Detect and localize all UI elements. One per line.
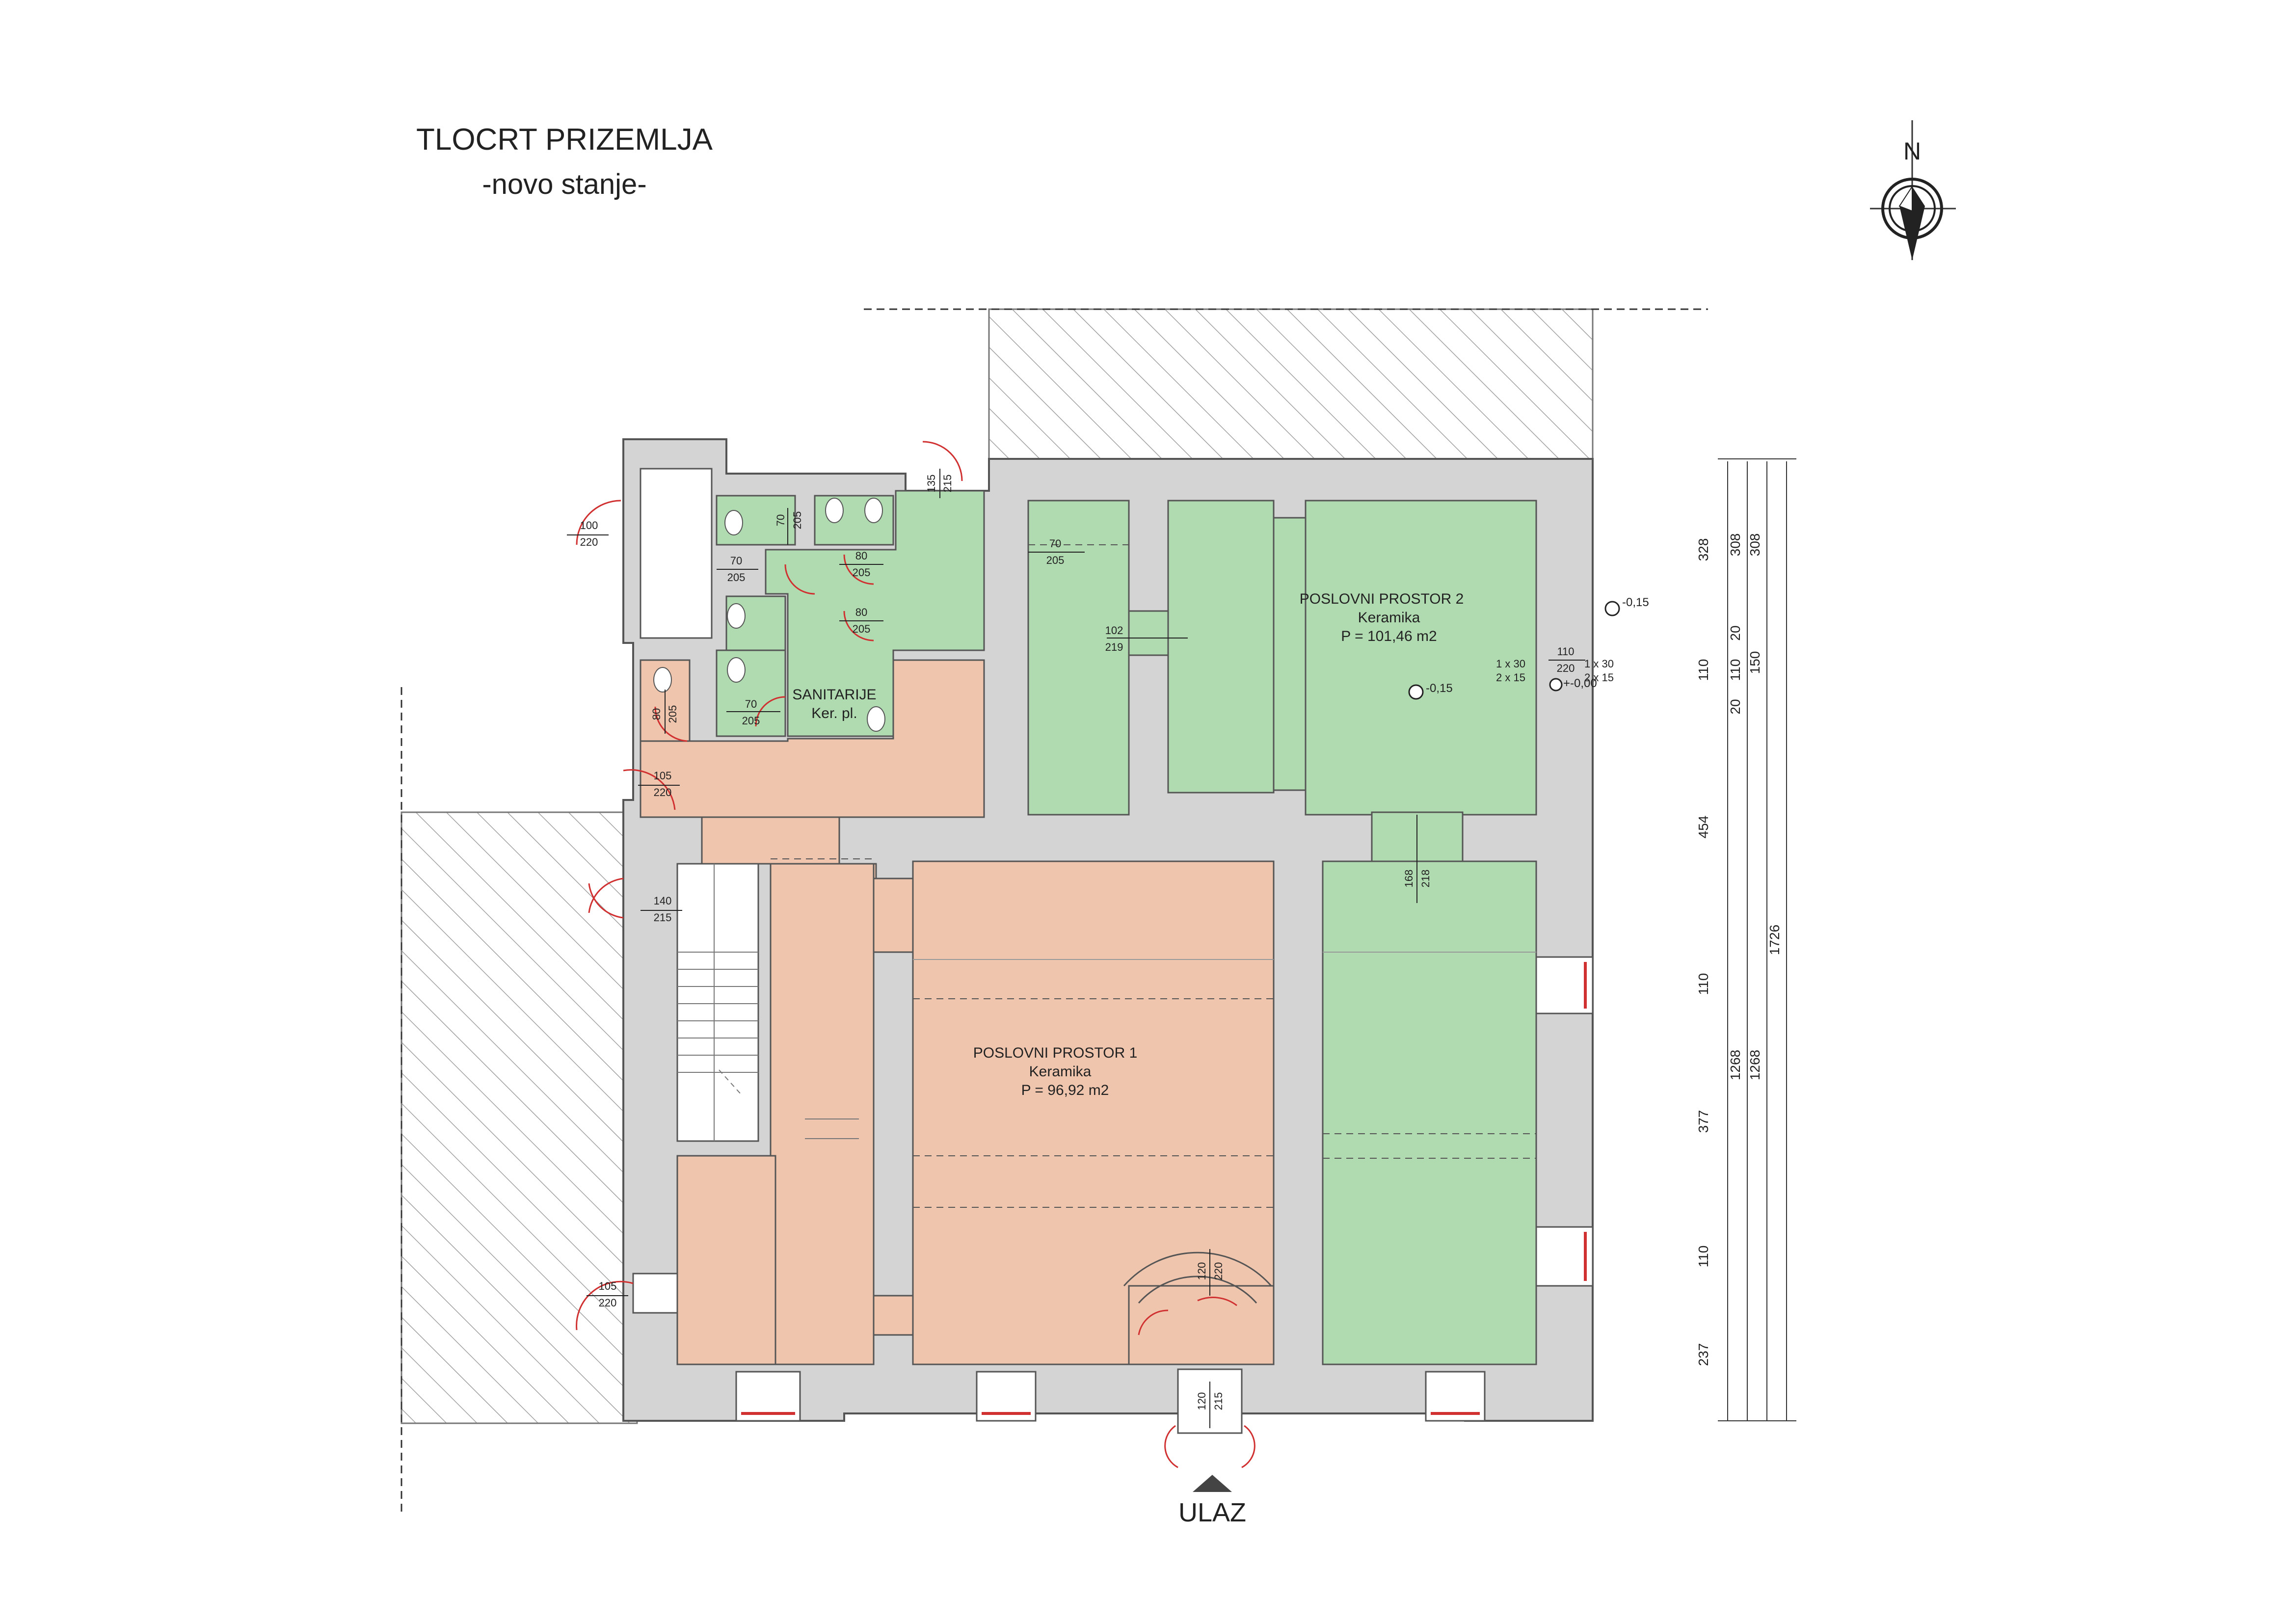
- svg-text:100: 100: [580, 519, 598, 532]
- stair-void-top: [640, 468, 713, 639]
- svg-text:105: 105: [599, 1280, 617, 1292]
- level-label: -0,15: [1622, 596, 1649, 609]
- room-office1-area: P = 96,92 m2: [1021, 1082, 1109, 1098]
- svg-text:70: 70: [730, 555, 742, 567]
- svg-text:70: 70: [774, 514, 787, 526]
- svg-text:205: 205: [853, 566, 871, 579]
- svg-text:135: 135: [925, 475, 937, 493]
- svg-text:377: 377: [1696, 1110, 1711, 1133]
- staircase: [676, 863, 759, 1142]
- svg-text:110: 110: [1696, 1246, 1711, 1268]
- svg-text:120: 120: [1196, 1392, 1208, 1411]
- room-office1-name: POSLOVNI PROSTOR 1: [973, 1045, 1138, 1061]
- svg-text:328: 328: [1696, 538, 1711, 561]
- page-subtitle: -novo stanje-: [482, 168, 646, 200]
- svg-text:237: 237: [1696, 1343, 1711, 1366]
- room-office2-floor: Keramika: [1358, 610, 1420, 626]
- door-labels: 100 220 105 220 140 215 105 220 135 215 …: [567, 469, 1614, 1428]
- svg-text:205: 205: [742, 715, 760, 727]
- svg-text:80: 80: [650, 708, 663, 720]
- room-sanitary-name: SANITARIJE: [792, 687, 876, 703]
- svg-text:70: 70: [745, 698, 757, 710]
- svg-text:102: 102: [1105, 624, 1123, 637]
- svg-text:1726: 1726: [1767, 925, 1782, 955]
- entrance-label: ULAZ: [1178, 1498, 1246, 1527]
- svg-text:110: 110: [1696, 659, 1711, 681]
- svg-text:454: 454: [1696, 816, 1711, 839]
- svg-text:220: 220: [1557, 662, 1575, 674]
- svg-text:215: 215: [941, 475, 954, 493]
- entrance-arrow-icon: [1193, 1475, 1232, 1492]
- svg-text:150: 150: [1747, 651, 1762, 674]
- svg-text:120: 120: [1196, 1262, 1208, 1280]
- svg-text:205: 205: [791, 511, 803, 530]
- level-label: -0,15: [1426, 682, 1453, 695]
- svg-text:2 x 15: 2 x 15: [1584, 671, 1614, 684]
- svg-text:220: 220: [599, 1297, 617, 1309]
- door-swings: [576, 441, 1255, 1468]
- svg-text:80: 80: [855, 550, 867, 562]
- svg-text:20: 20: [1728, 699, 1743, 714]
- beam-lines: [771, 544, 1536, 1208]
- svg-text:1268: 1268: [1747, 1050, 1762, 1080]
- svg-text:1268: 1268: [1728, 1050, 1743, 1080]
- room-office2-area: P = 101,46 m2: [1341, 628, 1437, 644]
- svg-text:105: 105: [654, 770, 672, 782]
- north-label: N: [1903, 137, 1921, 165]
- svg-text:205: 205: [853, 623, 871, 635]
- svg-text:20: 20: [1728, 625, 1743, 640]
- dimension-labels: 328 308 308 20 110 110 150 20 454 1726 1…: [1696, 533, 1782, 1366]
- svg-text:205: 205: [727, 571, 746, 584]
- svg-text:110: 110: [1728, 659, 1743, 681]
- toilet-icons: [653, 498, 885, 732]
- room-office2-name: POSLOVNI PROSTOR 2: [1300, 591, 1464, 607]
- svg-text:205: 205: [1046, 554, 1065, 566]
- window-sills: [741, 962, 1587, 1415]
- svg-text:308: 308: [1747, 533, 1762, 557]
- stair-treads: [677, 864, 859, 1141]
- north-arrow-icon: N: [1870, 120, 1956, 260]
- svg-text:168: 168: [1403, 870, 1415, 888]
- svg-text:80: 80: [855, 606, 867, 618]
- room-sanitary-floor: Ker. pl.: [811, 705, 857, 721]
- svg-text:205: 205: [667, 705, 679, 723]
- page-title: TLOCRT PRIZEMLJA: [416, 123, 713, 157]
- svg-text:2 x 15: 2 x 15: [1496, 671, 1525, 684]
- svg-text:1 x 30: 1 x 30: [1496, 658, 1525, 670]
- svg-text:140: 140: [654, 895, 672, 907]
- svg-text:215: 215: [654, 911, 672, 924]
- svg-text:220: 220: [654, 786, 672, 799]
- svg-text:220: 220: [580, 536, 598, 548]
- orange-zone: [640, 659, 1275, 1365]
- svg-text:215: 215: [1212, 1392, 1225, 1411]
- level-label: +-0,00: [1563, 677, 1597, 690]
- svg-text:219: 219: [1105, 641, 1123, 653]
- neighbour-hatch-left: [400, 811, 638, 1424]
- svg-text:110: 110: [1696, 973, 1711, 995]
- svg-text:70: 70: [1049, 537, 1061, 550]
- green-zone: [716, 490, 1537, 1365]
- room-office1-floor: Keramika: [1029, 1064, 1092, 1080]
- dimension-chain: [1718, 458, 1796, 1421]
- svg-text:110: 110: [1557, 645, 1574, 658]
- svg-text:218: 218: [1419, 870, 1432, 888]
- svg-text:220: 220: [1212, 1262, 1225, 1280]
- svg-text:308: 308: [1728, 533, 1743, 557]
- level-marker: -0,15 -0,15 +-0,00: [1408, 596, 1649, 700]
- neighbour-hatch-top: [988, 308, 1594, 462]
- svg-text:1 x 30: 1 x 30: [1584, 658, 1614, 670]
